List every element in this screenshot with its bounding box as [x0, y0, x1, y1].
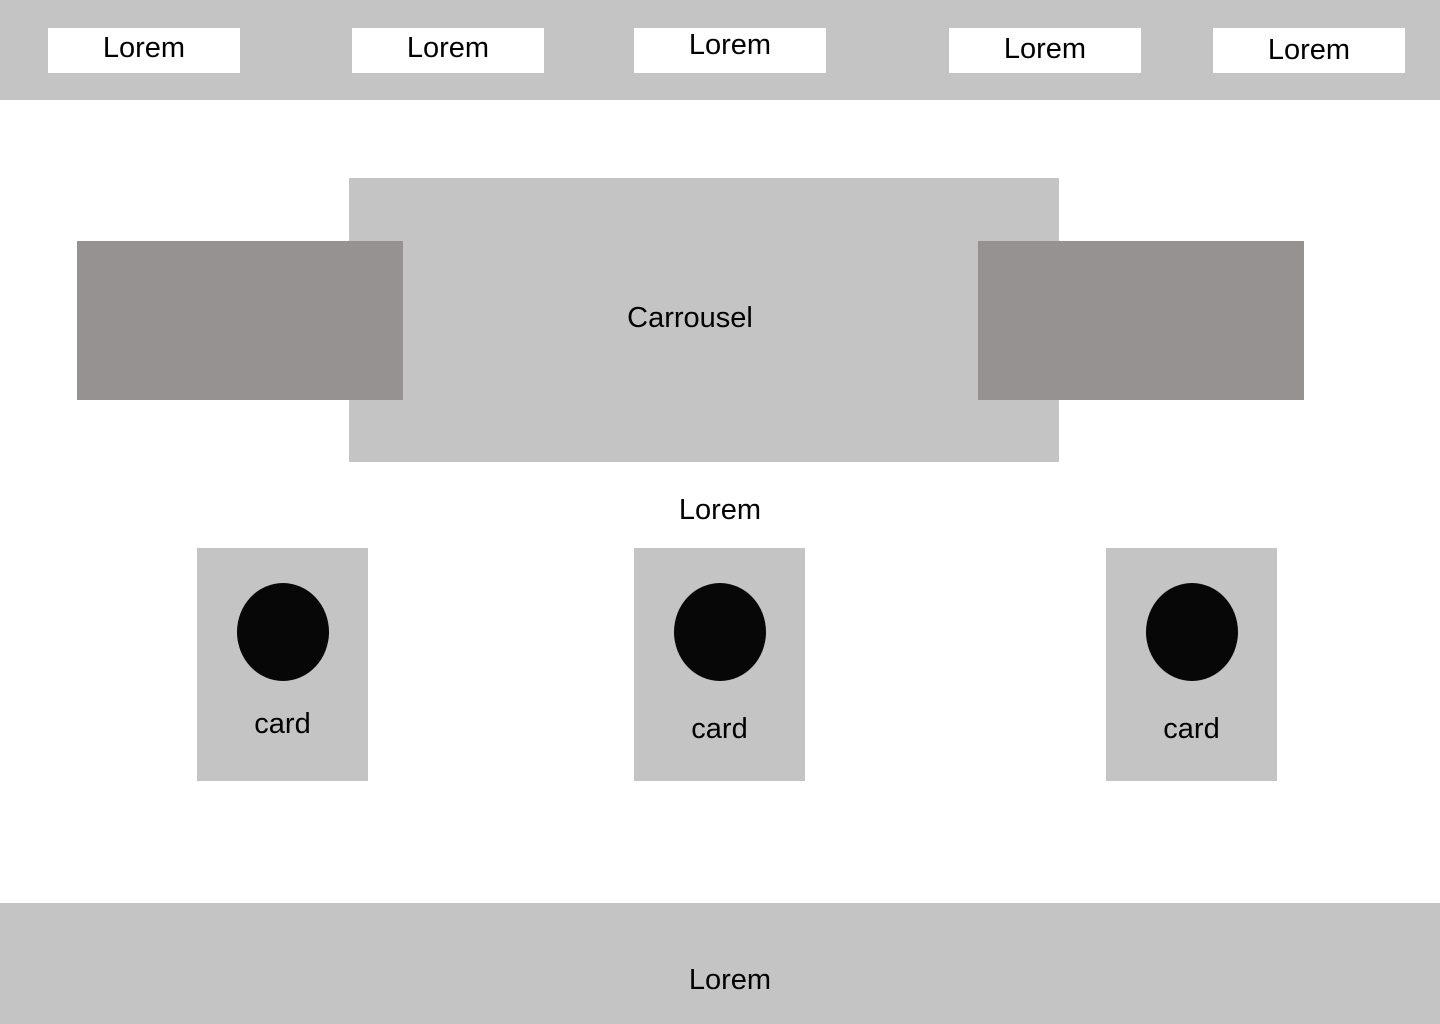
card-label: card	[691, 713, 748, 745]
nav-button-label: Lorem	[688, 29, 772, 61]
carousel-main-slide[interactable]	[349, 178, 1059, 462]
footer: Lorem	[0, 903, 1440, 1024]
carousel-prev-slide[interactable]	[77, 241, 403, 400]
top-nav-bar: Lorem Lorem Lorem Lorem Lorem	[0, 0, 1440, 100]
card-avatar	[674, 583, 766, 681]
nav-button-5[interactable]: Lorem	[1213, 28, 1405, 73]
carousel-label: Carrousel	[627, 302, 753, 334]
card-1[interactable]: card	[197, 548, 368, 781]
card-label: card	[1163, 713, 1220, 745]
nav-button-label: Lorem	[1267, 34, 1351, 66]
nav-button-label: Lorem	[102, 32, 186, 64]
card-avatar	[1146, 583, 1238, 681]
card-3[interactable]: card	[1106, 548, 1277, 781]
section-heading: Lorem	[678, 494, 762, 526]
card-avatar	[237, 583, 329, 681]
footer-text: Lorem	[688, 964, 772, 996]
nav-button-4[interactable]: Lorem	[949, 28, 1141, 73]
carousel-next-slide[interactable]	[978, 241, 1304, 400]
nav-button-1[interactable]: Lorem	[48, 28, 240, 73]
card-label: card	[254, 708, 311, 740]
nav-button-3[interactable]: Lorem	[634, 28, 826, 73]
nav-button-label: Lorem	[406, 32, 490, 64]
card-2[interactable]: card	[634, 548, 805, 781]
nav-button-2[interactable]: Lorem	[352, 28, 544, 73]
nav-button-label: Lorem	[1003, 33, 1087, 65]
